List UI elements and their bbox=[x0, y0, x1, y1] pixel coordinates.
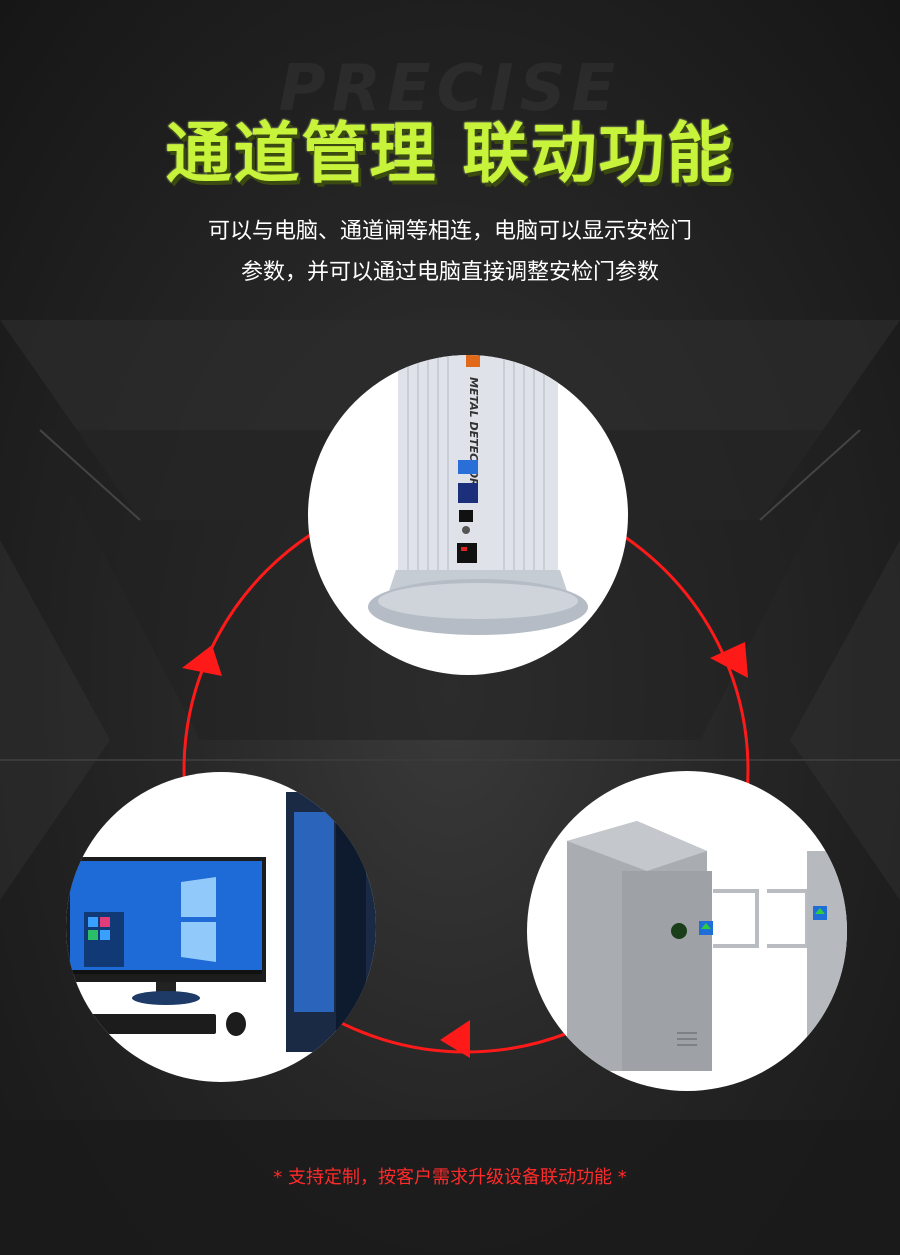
blue-mark-icon bbox=[458, 460, 478, 474]
arrow-right-down-icon bbox=[710, 642, 748, 678]
keyboard-icon bbox=[88, 1014, 216, 1034]
footnote: * 支持定制，按客户需求升级设备联动功能 * bbox=[273, 1167, 627, 1188]
description-line-2: 参数，并可以通过电脑直接调整安检门参数 bbox=[240, 260, 659, 285]
arrow-left-up-icon bbox=[182, 645, 222, 676]
turnstile-gate-image bbox=[527, 771, 847, 1091]
arrow-bottom-left-icon bbox=[440, 1020, 470, 1058]
headline: 通道管理 联动功能 bbox=[165, 115, 735, 192]
mouse-icon bbox=[226, 1012, 246, 1036]
detector-label: METAL DETECTOR bbox=[467, 377, 480, 487]
computer-image bbox=[66, 772, 376, 1082]
power-switch-icon bbox=[457, 543, 477, 563]
description-line-1: 可以与电脑、通道闸等相连，电脑可以显示安检门 bbox=[207, 219, 692, 244]
metal-detector-image: METAL DETECTOR bbox=[308, 355, 628, 675]
background-word: PRECISE bbox=[278, 52, 622, 126]
